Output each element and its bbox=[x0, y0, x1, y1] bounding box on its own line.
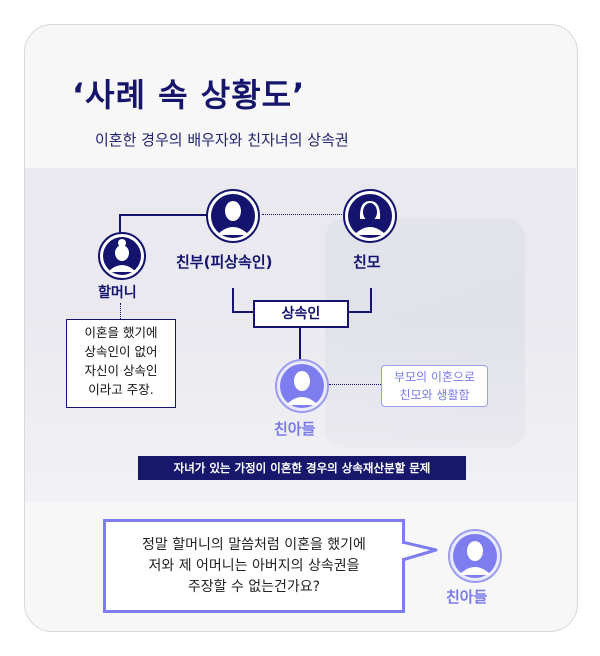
connector-father-grandma-v bbox=[119, 214, 121, 233]
child-avatar-bottom bbox=[448, 529, 502, 583]
child-note-box: 부모의 이혼으로 친모와 생활함 bbox=[381, 365, 488, 407]
connector-heir-left-h bbox=[232, 311, 254, 313]
page-title: ‘사례 속 상황도’ bbox=[72, 76, 306, 114]
claim-line: 이혼을 했기에 bbox=[84, 325, 158, 340]
claim-line: 이라고 주장. bbox=[88, 382, 154, 397]
diagram-background bbox=[25, 168, 576, 502]
speech-tail-icon bbox=[402, 540, 438, 562]
person-icon bbox=[348, 194, 392, 238]
issue-banner: 자녀가 있는 가정이 이혼한 경우의 상속재산분할 문제 bbox=[138, 456, 466, 480]
mother-label: 친모 bbox=[353, 253, 381, 271]
connector-heir-left bbox=[232, 288, 234, 313]
claim-line: 상속인이 없어 bbox=[84, 344, 158, 359]
child-avatar bbox=[275, 359, 329, 413]
question-line: 정말 할머니의 말씀처럼 이혼을 했기에 bbox=[142, 537, 366, 553]
connector-father-mother bbox=[262, 214, 342, 215]
claim-line: 자신이 상속인 bbox=[84, 363, 158, 378]
mother-avatar bbox=[343, 189, 397, 243]
child-label-bottom: 친아들 bbox=[446, 588, 488, 606]
question-line: 저와 제 어머니는 아버지의 상속권을 bbox=[148, 558, 360, 574]
note-line: 친모와 생활함 bbox=[399, 388, 470, 402]
father-avatar bbox=[206, 189, 260, 243]
person-icon bbox=[280, 364, 324, 408]
question-line: 주장할 수 없는건가요? bbox=[187, 579, 321, 595]
father-label: 친부(피상속인) bbox=[176, 253, 273, 271]
note-line: 부모의 이혼으로 bbox=[393, 370, 476, 384]
connector-grandma-claim bbox=[120, 303, 121, 319]
person-icon bbox=[103, 237, 141, 275]
connector-heir-right bbox=[370, 288, 372, 313]
grandma-label: 할머니 bbox=[98, 285, 137, 301]
connector-child-note bbox=[329, 384, 381, 385]
question-bubble: 정말 할머니의 말씀처럼 이혼을 했기에 저와 제 어머니는 아버지의 상속권을… bbox=[103, 519, 405, 613]
child-label: 친아들 bbox=[274, 420, 316, 438]
connector-heir-right-h bbox=[345, 311, 371, 313]
grandma-claim-box: 이혼을 했기에 상속인이 없어 자신이 상속인 이라고 주장. bbox=[66, 319, 176, 408]
person-icon bbox=[211, 194, 255, 238]
grandma-avatar bbox=[98, 232, 146, 280]
connector-father-grandma-h bbox=[119, 214, 207, 216]
page-subtitle: 이혼한 경우의 배우자와 친자녀의 상속권 bbox=[95, 131, 349, 149]
heir-box: 상속인 bbox=[253, 300, 349, 328]
connector-heir-child bbox=[299, 324, 301, 360]
person-icon bbox=[453, 534, 497, 578]
